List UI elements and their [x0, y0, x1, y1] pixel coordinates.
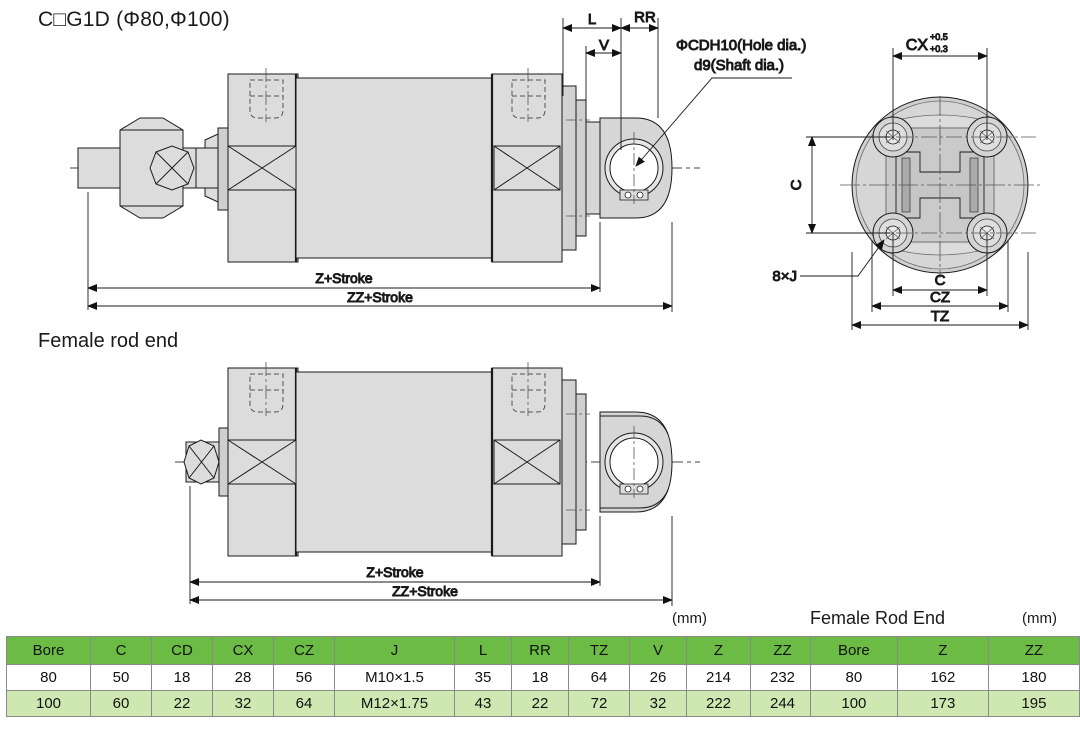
rod-wrench-flat-detail [149, 145, 195, 191]
cell-cd: 22 [151, 690, 213, 717]
label-dim-CZ: CZ [930, 289, 950, 306]
cell-bore: 100 [6, 690, 91, 717]
cell-j: M10×1.5 [334, 664, 455, 691]
table-row: 100 173 195 [810, 690, 1080, 717]
female-cap-section-hatch [493, 439, 561, 485]
cell-bore-female: 100 [810, 690, 898, 717]
col-header-bore-female: Bore [810, 636, 898, 665]
table-header-row: Bore C CD CX CZ J L RR TZ V Z ZZ [6, 636, 815, 665]
col-header-cx: CX [212, 636, 274, 665]
col-header-v: V [629, 636, 687, 665]
label-zz-stroke-bottom: ZZ+Stroke [392, 583, 458, 599]
dimension-labels-end-view: CX +0.5 +0.3 C C CZ TZ 8×J [772, 32, 951, 326]
table-header-row: Bore Z ZZ [810, 636, 1080, 665]
cell-c: 50 [90, 664, 152, 691]
cell-zz: 244 [750, 690, 815, 717]
cell-z-female: 162 [896, 664, 989, 691]
col-header-l: L [454, 636, 512, 665]
cell-bore-female: 80 [810, 664, 898, 691]
label-dim-L: L [588, 11, 596, 28]
cell-l: 35 [454, 664, 512, 691]
cell-bore: 80 [6, 664, 91, 691]
head-section-hatch [227, 145, 297, 191]
label-dim-RR: RR [634, 9, 656, 26]
cell-rr: 22 [511, 690, 569, 717]
cell-l: 43 [454, 690, 512, 717]
main-dimension-table: Bore C CD CX CZ J L RR TZ V Z ZZ 80 50 1… [6, 636, 815, 717]
col-header-c: C [90, 636, 152, 665]
label-dim-CX-upper-tol: +0.5 [930, 32, 948, 42]
dimensions-end-view [800, 48, 1029, 330]
unit-label-female-table: (mm) [1022, 610, 1057, 627]
cell-cx: 32 [212, 690, 274, 717]
cell-cx: 28 [212, 664, 274, 691]
table-row: 80 50 18 28 56 M10×1.5 35 18 64 26 214 2… [6, 664, 815, 691]
col-header-z: Z [686, 636, 751, 665]
table-row: 100 60 22 32 64 M12×1.75 43 22 72 32 222… [6, 690, 815, 717]
cell-cd: 18 [151, 664, 213, 691]
dimension-labels-top: L RR V ΦCDH10(Hole dia.) d9(Shaft dia.) [587, 9, 807, 75]
cell-z: 214 [686, 664, 751, 691]
cell-v: 32 [629, 690, 687, 717]
label-shaft-dia: d9(Shaft dia.) [694, 57, 784, 74]
cell-j: M12×1.75 [334, 690, 455, 717]
col-header-tz: TZ [568, 636, 630, 665]
col-header-z-female: Z [896, 636, 989, 665]
dimensions-length-bottom-view [189, 486, 673, 606]
drawing-female-rod-end-side-view [175, 362, 700, 557]
label-bolt-note: 8×J [772, 268, 797, 285]
cell-z: 222 [686, 690, 751, 717]
cell-tz: 72 [568, 690, 630, 717]
cell-tz: 64 [568, 664, 630, 691]
col-header-zz-female: ZZ [987, 636, 1080, 665]
table-row: 80 162 180 [810, 664, 1080, 691]
female-head-section-hatch [227, 439, 297, 485]
label-dim-C-horizontal: C [935, 272, 946, 289]
cell-zz: 232 [750, 664, 815, 691]
unit-label-main-table: (mm) [672, 610, 707, 627]
label-dim-CX: CX [906, 37, 929, 54]
dimensions-length-top-view [87, 192, 673, 312]
label-dim-CX-lower-tol: +0.3 [930, 44, 948, 54]
drawing-male-rod-end-side-view [70, 68, 792, 263]
label-dim-C-vertical: C [788, 179, 805, 190]
col-header-j: J [334, 636, 455, 665]
col-header-bore: Bore [6, 636, 91, 665]
female-rod-end-dimension-table: Bore Z ZZ 80 162 180 100 173 195 [810, 636, 1080, 717]
cell-zz-female: 180 [987, 664, 1080, 691]
cell-v: 26 [629, 664, 687, 691]
label-dim-TZ: TZ [931, 308, 949, 325]
cell-cz: 64 [273, 690, 335, 717]
female-rod-end-table-title: Female Rod End [810, 608, 946, 628]
page-title: C□G1D (Φ80,Φ100) [38, 8, 230, 31]
section-title-female-rod-end: Female rod end [38, 330, 179, 352]
cell-c: 60 [90, 690, 152, 717]
female-rod-wrench-flat-detail [183, 439, 220, 485]
label-zz-stroke-top: ZZ+Stroke [347, 289, 413, 305]
label-hole-dia: ΦCDH10(Hole dia.) [676, 37, 806, 54]
dimensions-top [562, 18, 659, 150]
label-z-stroke-bottom: Z+Stroke [366, 564, 423, 580]
col-header-rr: RR [511, 636, 569, 665]
cap-section-hatch [493, 145, 561, 191]
cell-cz: 56 [273, 664, 335, 691]
label-z-stroke-top: Z+Stroke [315, 270, 372, 286]
col-header-zz: ZZ [750, 636, 815, 665]
col-header-cd: CD [151, 636, 213, 665]
label-dim-V: V [599, 37, 609, 54]
cell-z-female: 173 [896, 690, 989, 717]
drawing-end-view [840, 96, 1040, 278]
col-header-cz: CZ [273, 636, 335, 665]
cell-zz-female: 195 [987, 690, 1080, 717]
cell-rr: 18 [511, 664, 569, 691]
